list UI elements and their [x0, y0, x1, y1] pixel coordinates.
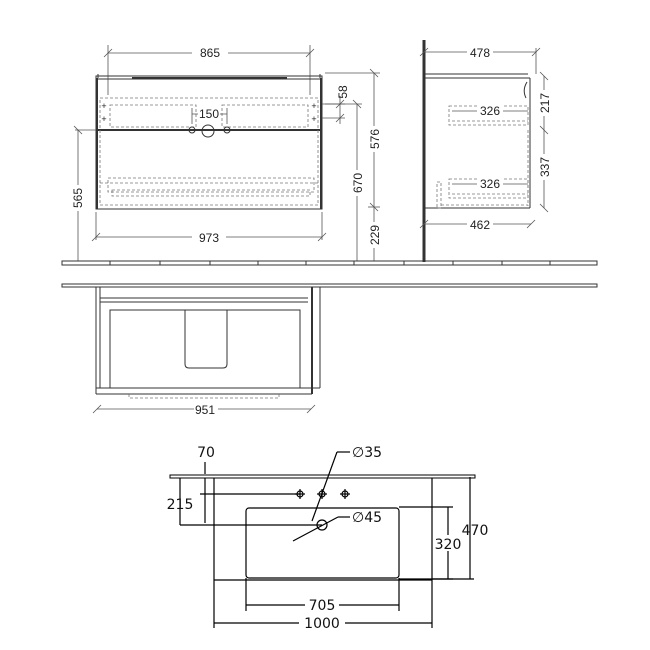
- dim-326-top: 326: [480, 104, 500, 118]
- dim-973: 973: [199, 231, 219, 245]
- side-view: 478 326 326 217 337: [419, 40, 552, 262]
- dim-565: 565: [71, 188, 85, 208]
- dim-865: 865: [200, 46, 220, 60]
- dim-337: 337: [538, 157, 552, 177]
- svg-text:+: +: [311, 114, 316, 124]
- front-view: 865 + + + + 150: [70, 45, 382, 264]
- dim-462: 462: [470, 218, 490, 232]
- dim-470: 470: [462, 523, 489, 539]
- dim-1000: 1000: [304, 616, 340, 632]
- svg-text:+: +: [101, 101, 106, 111]
- dim-576: 576: [368, 129, 382, 149]
- dim-diameter-45: ∅45: [352, 510, 382, 526]
- top-view: 951: [61, 283, 598, 417]
- basin-view: ∅35 ∅45 70 215 320 470 705 1000: [167, 445, 489, 632]
- dim-215: 215: [167, 497, 194, 513]
- dim-150: 150: [199, 107, 219, 121]
- dim-229: 229: [368, 225, 382, 245]
- dim-326-bottom: 326: [480, 177, 500, 191]
- dim-58: 58: [336, 85, 350, 99]
- dim-670: 670: [351, 173, 365, 193]
- dim-951: 951: [195, 403, 215, 417]
- svg-text:+: +: [311, 101, 316, 111]
- dim-705: 705: [309, 598, 336, 614]
- dim-478: 478: [470, 46, 490, 60]
- dim-diameter-35: ∅35: [352, 445, 382, 461]
- dim-70: 70: [197, 445, 215, 461]
- floor-line: [61, 260, 598, 266]
- svg-text:+: +: [101, 114, 106, 124]
- dim-320: 320: [435, 537, 462, 553]
- dim-217: 217: [538, 93, 552, 113]
